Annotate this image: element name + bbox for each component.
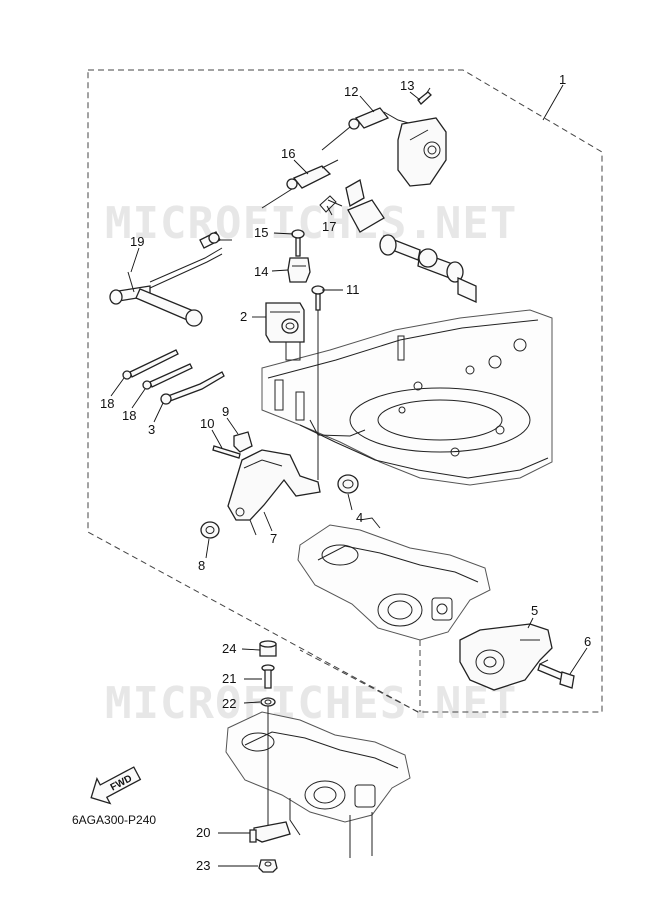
part-9-clip	[233, 431, 253, 453]
fwd-arrow-icon: FWD	[90, 766, 142, 805]
part-19-shift-lever	[109, 231, 232, 327]
swivel-bracket-upper	[297, 517, 491, 641]
callout-18b: 18	[122, 408, 136, 423]
callout-24: 24	[222, 641, 236, 656]
callout-7: 7	[270, 531, 277, 546]
callout-3: 3	[148, 422, 155, 437]
part-23-nut	[258, 859, 278, 873]
part-21-bolt	[261, 664, 275, 689]
callout-labels: 1 2 3 4 5 6 7 8 9 10 11 12 13 14 15 16 1…	[100, 72, 591, 873]
bottom-cowling-outline	[261, 309, 553, 486]
part-16-cable-end	[261, 159, 339, 209]
part-3-clamp	[160, 371, 225, 405]
watermark-bottom: MICROFICHES.NET	[105, 678, 517, 729]
callout-17: 17	[322, 219, 336, 234]
callout-23: 23	[196, 858, 210, 873]
callout-5: 5	[531, 603, 538, 618]
assembly-boundary	[87, 69, 603, 713]
part-13-pin	[417, 87, 432, 105]
callout-8: 8	[198, 558, 205, 573]
part-18-cable-ties	[122, 349, 193, 390]
part-2-holder	[265, 302, 305, 361]
part-6-bolt	[537, 659, 575, 689]
part-11-screw	[311, 285, 325, 480]
part-24-cap	[259, 640, 277, 657]
part-14-clip	[287, 257, 311, 283]
watermark-top: MICROFICHES.NET	[105, 198, 517, 249]
callout-22: 22	[222, 696, 236, 711]
part-8-grommet	[200, 521, 220, 539]
callout-16: 16	[281, 146, 295, 161]
callout-2: 2	[240, 309, 247, 324]
part-10-pin	[212, 445, 241, 459]
callout-20: 20	[196, 825, 210, 840]
callout-19: 19	[130, 234, 144, 249]
bracket-guide	[299, 640, 421, 713]
callout-18a: 18	[100, 396, 114, 411]
callout-10: 10	[200, 416, 214, 431]
callout-6: 6	[584, 634, 591, 649]
callout-1: 1	[559, 72, 566, 87]
callout-11: 11	[346, 282, 360, 297]
part-code: 6AGA300-P240	[72, 813, 156, 827]
callout-13: 13	[400, 78, 414, 93]
part-4-grommet	[337, 474, 359, 494]
part-17-clip	[319, 195, 343, 213]
callout-14: 14	[254, 264, 268, 279]
leader-lines	[110, 84, 588, 867]
callout-9: 9	[222, 404, 229, 419]
callout-21: 21	[222, 671, 236, 686]
part-22-washer	[260, 697, 276, 834]
callout-15: 15	[254, 225, 268, 240]
part-20-plate	[249, 821, 291, 843]
part-5-cover	[459, 623, 553, 691]
throttle-control-linkage	[345, 117, 477, 304]
callout-4: 4	[356, 510, 363, 525]
fwd-label: FWD	[109, 773, 134, 793]
part-7-bracket	[227, 449, 321, 536]
callout-12: 12	[344, 84, 358, 99]
